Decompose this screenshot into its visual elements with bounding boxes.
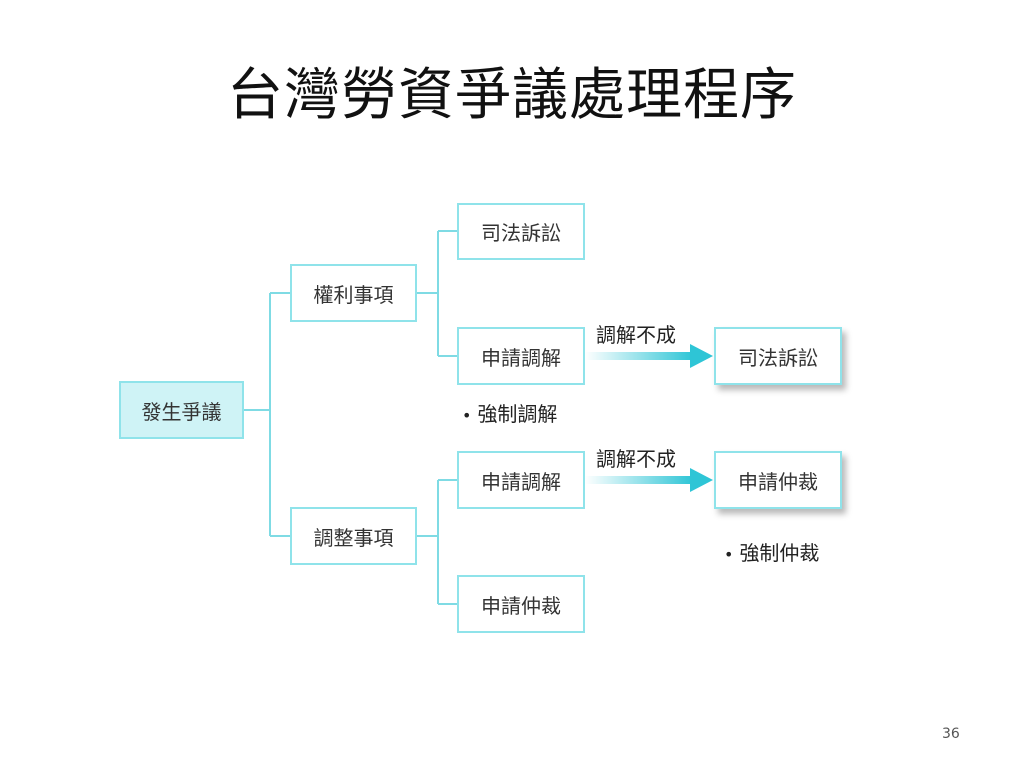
bullet-dot: • — [724, 545, 734, 564]
page-number: 36 — [942, 726, 960, 742]
page-title: 台灣勞資爭議處理程序 — [227, 63, 797, 128]
node-dispute-occurs: 發生爭議 — [119, 381, 244, 439]
arrow-rights — [585, 344, 713, 368]
node-adjustment-mediation: 申請調解 — [457, 451, 585, 509]
arrow-adjustment — [585, 468, 713, 492]
node-adjustment-arbitration: 申請仲裁 — [457, 575, 585, 633]
node-rights-lawsuit: 司法訴訟 — [457, 203, 585, 260]
node-adjustment-result-arbitration: 申請仲裁 — [714, 451, 842, 509]
node-rights-matter: 權利事項 — [290, 264, 417, 322]
node-adjustment-matter: 調整事項 — [290, 507, 417, 565]
node-rights-result-lawsuit: 司法訴訟 — [714, 327, 842, 385]
bullet-dot: • — [462, 406, 472, 425]
note-forced-arbitration-text: 強制仲裁 — [739, 541, 820, 565]
node-rights-mediation: 申請調解 — [457, 327, 585, 385]
note-forced-mediation-text: 強制調解 — [477, 402, 558, 426]
note-forced-mediation: • 強制調解 — [462, 398, 557, 427]
note-forced-arbitration: • 強制仲裁 — [724, 537, 819, 566]
arrow-label-rights: 調解不成 — [596, 323, 676, 347]
arrow-label-adjustment: 調解不成 — [596, 447, 676, 471]
